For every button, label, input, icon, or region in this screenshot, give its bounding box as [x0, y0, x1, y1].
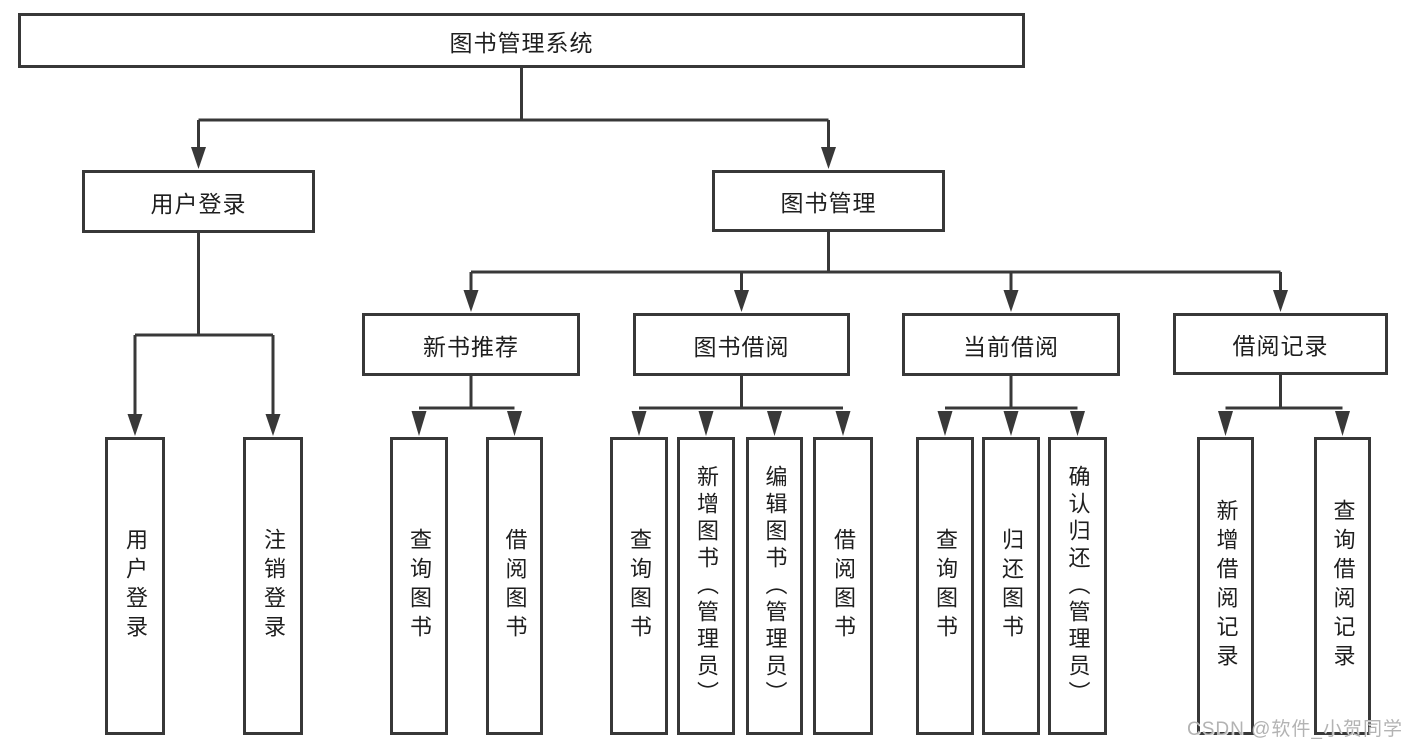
arrowhead-icon — [937, 411, 953, 436]
leaf-edit-book-admin-label: 编辑图书（管理员） — [762, 464, 788, 708]
arrowhead-icon — [1070, 411, 1085, 436]
leaf-return-book-label: 归还图书 — [999, 528, 1024, 644]
leaf-add-book-admin-label: 新增图书（管理员） — [694, 464, 719, 708]
leaf-query-book-borrow: 查询图书 — [610, 437, 668, 735]
arrowhead-icon — [631, 411, 647, 436]
arrowhead-icon — [127, 414, 143, 436]
leaf-return-book: 归还图书 — [982, 437, 1040, 735]
watermark: CSDN @软件_小贺同学 — [1187, 719, 1403, 740]
leaf-query-borrow-record: 查询借阅记录 — [1314, 437, 1371, 735]
leaf-add-borrow-record-label: 新增借阅记录 — [1213, 499, 1239, 673]
leaf-borrow-book-recommend-label: 借阅图书 — [502, 528, 528, 644]
connector-line — [945, 376, 1078, 410]
connector-borrow-records-to-leaves — [1218, 375, 1350, 436]
leaf-edit-book-admin: 编辑图书（管理员） — [746, 437, 803, 735]
node-current-borrow: 当前借阅 — [902, 313, 1120, 376]
arrowhead-icon — [1273, 290, 1288, 312]
leaf-add-borrow-record: 新增借阅记录 — [1197, 437, 1254, 735]
leaf-query-borrow-record-label: 查询借阅记录 — [1330, 499, 1356, 673]
arrowhead-icon — [1335, 411, 1350, 436]
node-root: 图书管理系统 — [18, 13, 1025, 68]
node-book-management: 图书管理 — [712, 170, 945, 232]
leaf-add-book-admin: 新增图书（管理员） — [677, 437, 735, 735]
connector-line — [133, 233, 275, 416]
leaf-user-login: 用户登录 — [105, 437, 165, 735]
node-user-login: 用户登录 — [82, 170, 315, 233]
leaf-borrow-book-recommend: 借阅图书 — [486, 437, 543, 735]
arrowhead-icon — [191, 147, 206, 169]
arrowhead-icon — [835, 411, 851, 436]
leaf-query-book-current-label: 查询图书 — [933, 528, 958, 644]
node-borrow-records: 借阅记录 — [1173, 313, 1388, 375]
leaf-query-book-recommend: 查询图书 — [390, 437, 448, 735]
leaf-logout-label: 注销登录 — [261, 528, 286, 644]
node-root-label: 图书管理系统 — [449, 29, 594, 56]
connector-book-mgmt-to-level3 — [463, 232, 1288, 312]
leaf-query-book-recommend-label: 查询图书 — [407, 528, 432, 644]
arrowhead-icon — [698, 411, 714, 436]
arrowhead-icon — [411, 411, 427, 436]
leaf-confirm-return-admin-label: 确认归还（管理员） — [1065, 464, 1091, 708]
connector-current-borrow-to-leaves — [937, 376, 1085, 436]
node-borrow-records-label: 借阅记录 — [1232, 333, 1329, 359]
leaf-borrow-book: 借阅图书 — [813, 437, 873, 735]
connector-line — [469, 232, 1282, 292]
node-new-book-recommend-label: 新书推荐 — [423, 333, 519, 360]
node-current-borrow-label: 当前借阅 — [963, 333, 1059, 360]
arrowhead-icon — [1003, 411, 1019, 436]
connector-line — [419, 376, 515, 410]
connector-book-borrow-to-leaves — [631, 376, 851, 436]
arrowhead-icon — [821, 147, 836, 169]
connector-line — [197, 68, 830, 150]
arrowhead-icon — [265, 414, 281, 436]
arrowhead-icon — [1003, 290, 1019, 312]
leaf-logout: 注销登录 — [243, 437, 303, 735]
leaf-user-login-label: 用户登录 — [123, 528, 148, 644]
connector-new-book-rec-to-leaves — [411, 376, 522, 436]
arrowhead-icon — [767, 411, 782, 436]
leaf-confirm-return-admin: 确认归还（管理员） — [1048, 437, 1107, 735]
arrowhead-icon — [734, 290, 749, 312]
node-book-management-label: 图书管理 — [780, 190, 877, 216]
connector-root-to-level2 — [191, 68, 836, 169]
node-book-borrow: 图书借阅 — [633, 313, 850, 376]
arrowhead-icon — [1218, 411, 1233, 436]
arrowhead-icon — [507, 411, 522, 436]
leaf-query-book-borrow-label: 查询图书 — [627, 528, 652, 644]
connector-line — [639, 376, 843, 410]
leaf-borrow-book-label: 借阅图书 — [831, 528, 856, 644]
arrowhead-icon — [463, 290, 479, 312]
node-user-login-label: 用户登录 — [150, 190, 247, 217]
connector-user-login-to-leaves — [127, 233, 281, 436]
node-book-borrow-label: 图书借阅 — [693, 333, 790, 360]
leaf-query-book-current: 查询图书 — [916, 437, 974, 735]
connector-line — [1225, 375, 1343, 410]
node-new-book-recommend: 新书推荐 — [362, 313, 580, 376]
